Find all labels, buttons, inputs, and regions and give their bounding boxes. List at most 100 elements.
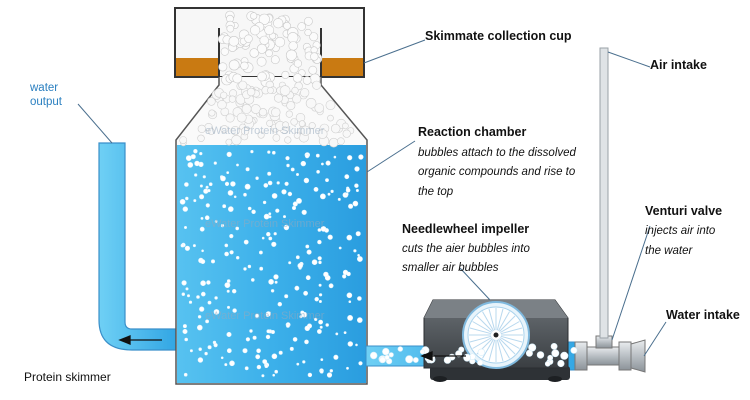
bubble bbox=[207, 127, 215, 135]
bubble bbox=[305, 154, 310, 159]
bubble bbox=[354, 183, 359, 188]
bubble bbox=[192, 244, 196, 248]
bubble bbox=[279, 85, 291, 96]
bubble bbox=[325, 100, 336, 110]
bubble bbox=[384, 354, 390, 361]
bubble bbox=[245, 167, 250, 172]
bubble bbox=[290, 118, 298, 126]
bubble bbox=[343, 331, 347, 335]
bubble bbox=[357, 296, 362, 301]
bubble bbox=[477, 348, 486, 356]
bubble bbox=[268, 278, 274, 285]
bubble bbox=[188, 300, 193, 304]
bubble bbox=[205, 185, 209, 189]
bubble bbox=[213, 309, 220, 315]
bubble bbox=[182, 328, 188, 334]
bubble bbox=[405, 355, 414, 364]
bubble bbox=[544, 360, 551, 367]
bubble bbox=[262, 359, 268, 364]
bubble bbox=[298, 120, 306, 127]
impeller-spoke bbox=[496, 339, 504, 362]
bubble bbox=[184, 337, 188, 342]
impeller-spoke bbox=[500, 335, 523, 343]
bubble bbox=[233, 195, 237, 199]
bubble bbox=[314, 103, 325, 113]
bubble bbox=[328, 283, 334, 289]
bubble bbox=[325, 160, 331, 166]
bubble bbox=[345, 187, 351, 193]
bubble bbox=[323, 271, 329, 278]
bubble bbox=[197, 324, 203, 331]
impeller-spoke bbox=[499, 315, 516, 332]
bubble bbox=[214, 296, 218, 300]
bubble bbox=[266, 329, 271, 334]
bubble bbox=[226, 151, 232, 157]
impeller-spoke bbox=[472, 321, 492, 333]
bubble bbox=[245, 337, 250, 342]
venturi-desc-1: injects air into bbox=[645, 225, 716, 237]
bubble bbox=[342, 122, 349, 130]
bubble bbox=[266, 232, 271, 237]
bubble bbox=[353, 249, 357, 253]
bubble bbox=[256, 348, 261, 354]
bubble bbox=[288, 41, 298, 51]
bubble bbox=[224, 251, 229, 257]
label-venturi-valve: Venturi valve bbox=[645, 204, 723, 218]
bubble bbox=[273, 232, 277, 236]
bubble bbox=[267, 150, 271, 154]
bubble bbox=[272, 373, 276, 377]
bubble bbox=[261, 374, 265, 378]
bubble bbox=[326, 372, 333, 378]
bubble bbox=[275, 208, 280, 213]
bubble bbox=[271, 241, 277, 247]
bubble bbox=[348, 300, 352, 304]
bubble bbox=[204, 215, 210, 220]
bubble bbox=[329, 369, 333, 373]
bubble bbox=[181, 280, 187, 286]
bubble bbox=[272, 134, 281, 142]
bubble bbox=[208, 109, 216, 117]
bubble bbox=[187, 294, 191, 298]
bubble bbox=[199, 226, 205, 232]
bubble bbox=[342, 129, 351, 138]
bubble bbox=[304, 28, 312, 37]
bubble bbox=[226, 24, 235, 33]
bubble bbox=[213, 161, 217, 165]
bubble bbox=[274, 369, 279, 374]
bubble bbox=[183, 372, 188, 377]
bubble bbox=[222, 204, 227, 209]
bubble bbox=[302, 360, 306, 364]
bubbles bbox=[179, 10, 578, 378]
bubble bbox=[286, 101, 296, 111]
bubble bbox=[247, 264, 252, 269]
bubble bbox=[208, 182, 213, 186]
bubble bbox=[232, 289, 237, 294]
bubble bbox=[285, 49, 298, 61]
bubble bbox=[243, 192, 247, 197]
bubble bbox=[304, 339, 309, 345]
bubble bbox=[355, 231, 361, 237]
bubble bbox=[270, 289, 275, 293]
bubble bbox=[250, 104, 261, 114]
bubble bbox=[271, 353, 278, 360]
bubble bbox=[320, 162, 324, 166]
bubble bbox=[295, 173, 299, 177]
bubble bbox=[284, 136, 292, 144]
bubble bbox=[254, 313, 259, 318]
bubble bbox=[319, 369, 324, 374]
bubble bbox=[232, 73, 243, 84]
leader-lines bbox=[77, 39, 667, 357]
bubble bbox=[296, 362, 300, 366]
bubble bbox=[314, 297, 319, 302]
bubble bbox=[311, 259, 318, 266]
bubble bbox=[307, 372, 313, 378]
bubble bbox=[227, 190, 234, 196]
label-needlewheel-impeller: Needlewheel impeller bbox=[402, 222, 530, 236]
bubble bbox=[257, 71, 267, 82]
bubble bbox=[230, 181, 236, 187]
bubble bbox=[226, 331, 232, 337]
bubble bbox=[202, 175, 206, 179]
bubble bbox=[205, 319, 210, 324]
bubble bbox=[200, 216, 204, 220]
